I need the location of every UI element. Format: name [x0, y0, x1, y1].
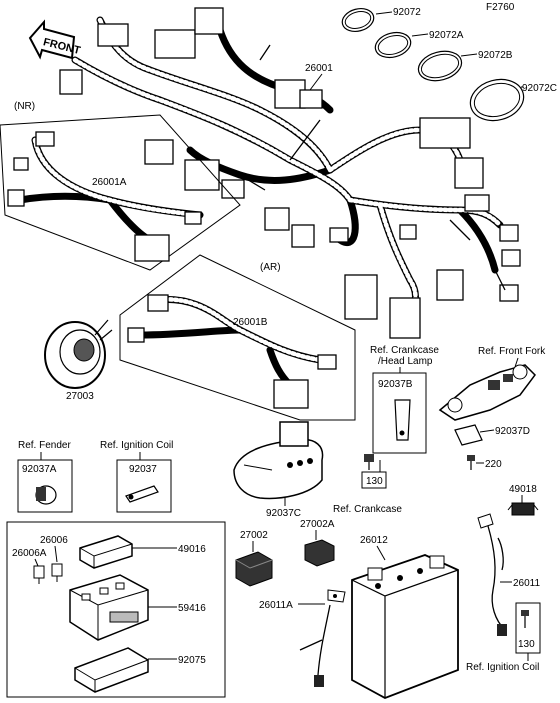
connector: [344, 274, 378, 320]
part-number-26011: 26011: [513, 578, 541, 589]
connector: [154, 29, 196, 59]
connector: [464, 194, 490, 212]
screw-icon: [467, 455, 475, 470]
part-number-26001: 26001: [305, 63, 333, 74]
clamp-92037d-icon: [454, 424, 483, 446]
connector: [291, 224, 315, 248]
variant-ar: (AR): [260, 262, 281, 273]
connector: [436, 269, 464, 301]
part-number-130-top: 130: [366, 476, 383, 487]
part-number-92072a: 92072A: [429, 30, 464, 41]
part-number-27002a: 27002A: [300, 519, 335, 530]
clamp-92037a-icon: [35, 485, 57, 505]
ref-crankcase-headlamp: Ref. Crankcase: [370, 345, 439, 356]
part-number-92072: 92072: [393, 7, 421, 18]
horn-icon: [44, 319, 113, 389]
part-number-92037: 92037: [129, 464, 157, 475]
connector: [389, 297, 421, 339]
connector: [399, 224, 417, 240]
part-number-92075: 92075: [178, 655, 206, 666]
part-number-26001b: 26001B: [233, 317, 268, 328]
relay-27002a-icon: [304, 539, 335, 567]
ref-front-fork: Ref. Front Fork: [478, 346, 546, 357]
relay-27002-icon: [235, 551, 273, 587]
battery-cable-26011a: [299, 589, 346, 687]
cable-26011: [477, 513, 507, 636]
part-number-26006: 26006: [40, 535, 68, 546]
part-number-92037a: 92037A: [22, 464, 57, 475]
cover-92075-icon: [74, 647, 149, 693]
part-number-27002: 27002: [240, 530, 268, 541]
part-number-26006a: 26006A: [12, 548, 47, 559]
box-92037b: [372, 372, 427, 454]
part-number-220: 220: [485, 459, 502, 470]
part-number-130-bottom: 130: [518, 639, 535, 650]
ar-box: [119, 254, 356, 421]
connector: [499, 224, 519, 242]
fork-bracket-icon: [438, 364, 536, 421]
band-92072: [341, 7, 375, 33]
connector: [299, 89, 323, 109]
sub-harness-26001a: [7, 131, 204, 262]
clamp-92037-icon: [125, 485, 159, 503]
variant-nr: (NR): [14, 101, 35, 112]
connector: [454, 157, 484, 189]
connector: [144, 139, 174, 165]
bolt-icon: [364, 454, 374, 470]
box-92037a: [17, 459, 73, 513]
part-number-26011a: 26011A: [259, 600, 293, 611]
part-number-59416: 59416: [178, 603, 206, 614]
part-number-26012: 26012: [360, 535, 388, 546]
connector: [501, 249, 521, 267]
clamp-92037b-icon: [394, 399, 411, 441]
part-number-92072b: 92072B: [478, 50, 513, 61]
front-arrow-icon: FRONT: [28, 19, 82, 60]
band-92072c: [469, 78, 525, 122]
figure-code: F2760: [486, 2, 515, 13]
fuse-icon: [33, 563, 63, 584]
connector: [194, 7, 224, 35]
ref-ignition-coil-bottom: Ref. Ignition Coil: [466, 662, 539, 673]
sub-harness-26001b: [127, 294, 337, 409]
bolt-bottom-icon: [521, 610, 529, 628]
box-130: [361, 471, 387, 489]
battery-icon: [351, 554, 459, 699]
kit-box: [6, 521, 226, 698]
fuse-cover-49016-icon: [79, 535, 133, 569]
connector: [97, 23, 129, 47]
main-wiring-harness: [59, 7, 521, 339]
fuse-box-59416-icon: [69, 574, 149, 641]
connector: [221, 179, 245, 199]
ref-crankcase-headlamp-2: /Head Lamp: [378, 356, 433, 367]
connector: [419, 117, 471, 149]
part-number-49016: 49016: [178, 544, 206, 555]
part-number-92037d: 92037D: [495, 426, 530, 437]
connector: [499, 284, 519, 302]
band-92072b: [417, 50, 463, 82]
connector: [264, 207, 290, 231]
part-number-27003: 27003: [66, 391, 94, 402]
connector: [329, 227, 349, 243]
box-92037: [116, 459, 172, 513]
cap-49018-icon: [507, 502, 539, 516]
part-number-92072c: 92072C: [522, 83, 557, 94]
cover-92037c-icon: [233, 421, 324, 500]
part-number-26001a: 26001A: [92, 177, 127, 188]
connector: [59, 69, 83, 95]
part-number-92037c: 92037C: [266, 508, 301, 519]
part-number-49018: 49018: [509, 484, 537, 495]
part-number-92037b: 92037B: [378, 379, 413, 390]
band-92072a: [374, 31, 412, 59]
nr-box: [0, 114, 241, 271]
ref-fender: Ref. Fender: [18, 440, 71, 451]
ref-crankcase: Ref. Crankcase: [333, 504, 402, 515]
ref-ignition-coil-top: Ref. Ignition Coil: [100, 440, 173, 451]
